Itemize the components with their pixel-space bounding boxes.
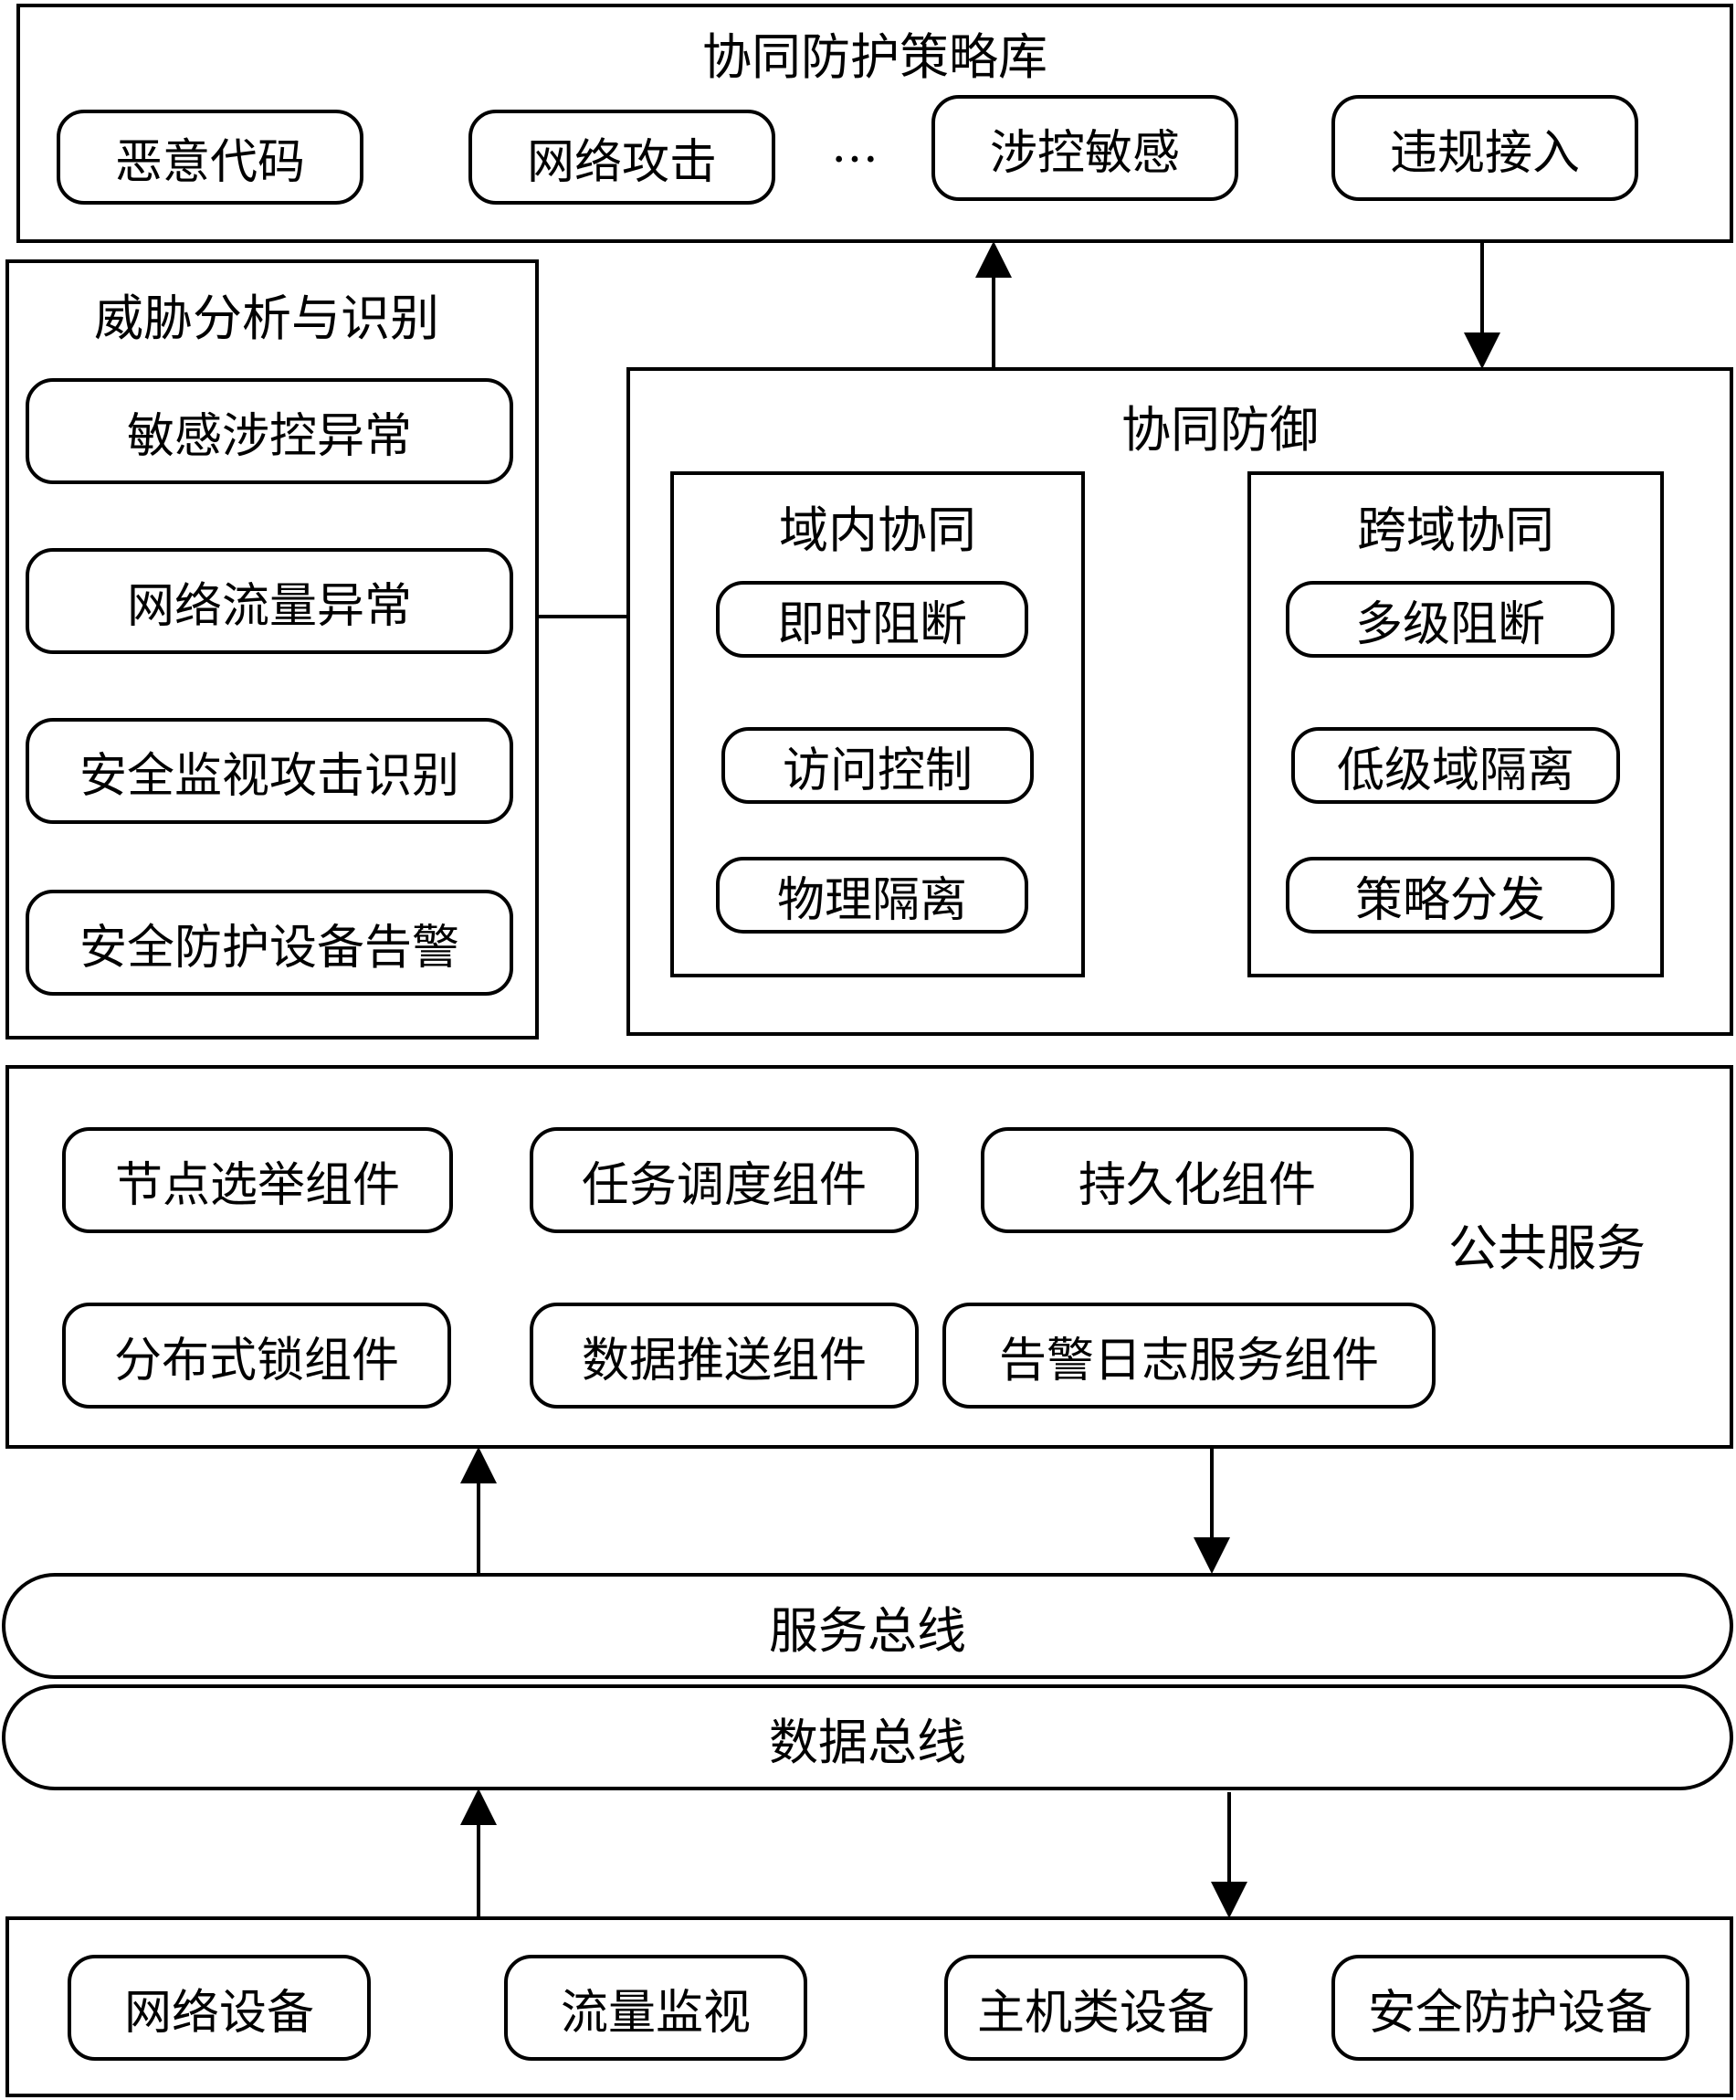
- intra-item-access-control: 访问控制: [721, 727, 1034, 804]
- threat-analysis-title: 威胁分析与识别: [94, 290, 439, 347]
- policy-item-sensitive-control: 涉控敏感: [931, 95, 1238, 201]
- policy-library-title: 协同防护策略库: [702, 28, 1047, 86]
- collab-defense-title: 协同防御: [1121, 401, 1319, 459]
- cross-item-policy-distribution: 策略分发: [1286, 857, 1615, 934]
- service-node-election: 节点选举组件: [62, 1127, 453, 1233]
- cross-domain-title: 跨域协同: [1357, 501, 1554, 559]
- device-security-protection: 安全防护设备: [1331, 1955, 1689, 2061]
- threat-item-sensitive-anomaly: 敏感涉控异常: [26, 378, 513, 484]
- threat-item-traffic-anomaly: 网络流量异常: [26, 548, 513, 654]
- policy-ellipsis: …: [831, 119, 879, 174]
- device-network: 网络设备: [68, 1955, 371, 2061]
- service-task-scheduling: 任务调度组件: [530, 1127, 919, 1233]
- policy-item-network-attack: 网络攻击: [468, 110, 775, 205]
- threat-item-device-alarm: 安全防护设备告警: [26, 890, 513, 996]
- service-distributed-lock: 分布式锁组件: [62, 1303, 451, 1409]
- service-bus: 服务总线: [2, 1573, 1733, 1679]
- service-alarm-log: 告警日志服务组件: [942, 1303, 1436, 1409]
- device-host: 主机类设备: [944, 1955, 1247, 2061]
- intra-item-instant-block: 即时阻断: [716, 581, 1028, 658]
- intra-item-physical-isolation: 物理隔离: [716, 857, 1028, 934]
- intra-domain-title: 域内协同: [779, 501, 976, 559]
- policy-item-malicious-code: 恶意代码: [57, 110, 363, 205]
- policy-item-illegal-access: 违规接入: [1331, 95, 1638, 201]
- public-services-label: 公共服务: [1448, 1219, 1646, 1277]
- cross-item-multilevel-block: 多级阻断: [1286, 581, 1615, 658]
- cross-item-lowlevel-isolation: 低级域隔离: [1291, 727, 1620, 804]
- threat-item-attack-recognition: 安全监视攻击识别: [26, 718, 513, 824]
- service-data-push: 数据推送组件: [530, 1303, 919, 1409]
- device-traffic-monitor: 流量监视: [504, 1955, 807, 2061]
- data-bus: 数据总线: [2, 1684, 1733, 1790]
- service-persistence: 持久化组件: [981, 1127, 1414, 1233]
